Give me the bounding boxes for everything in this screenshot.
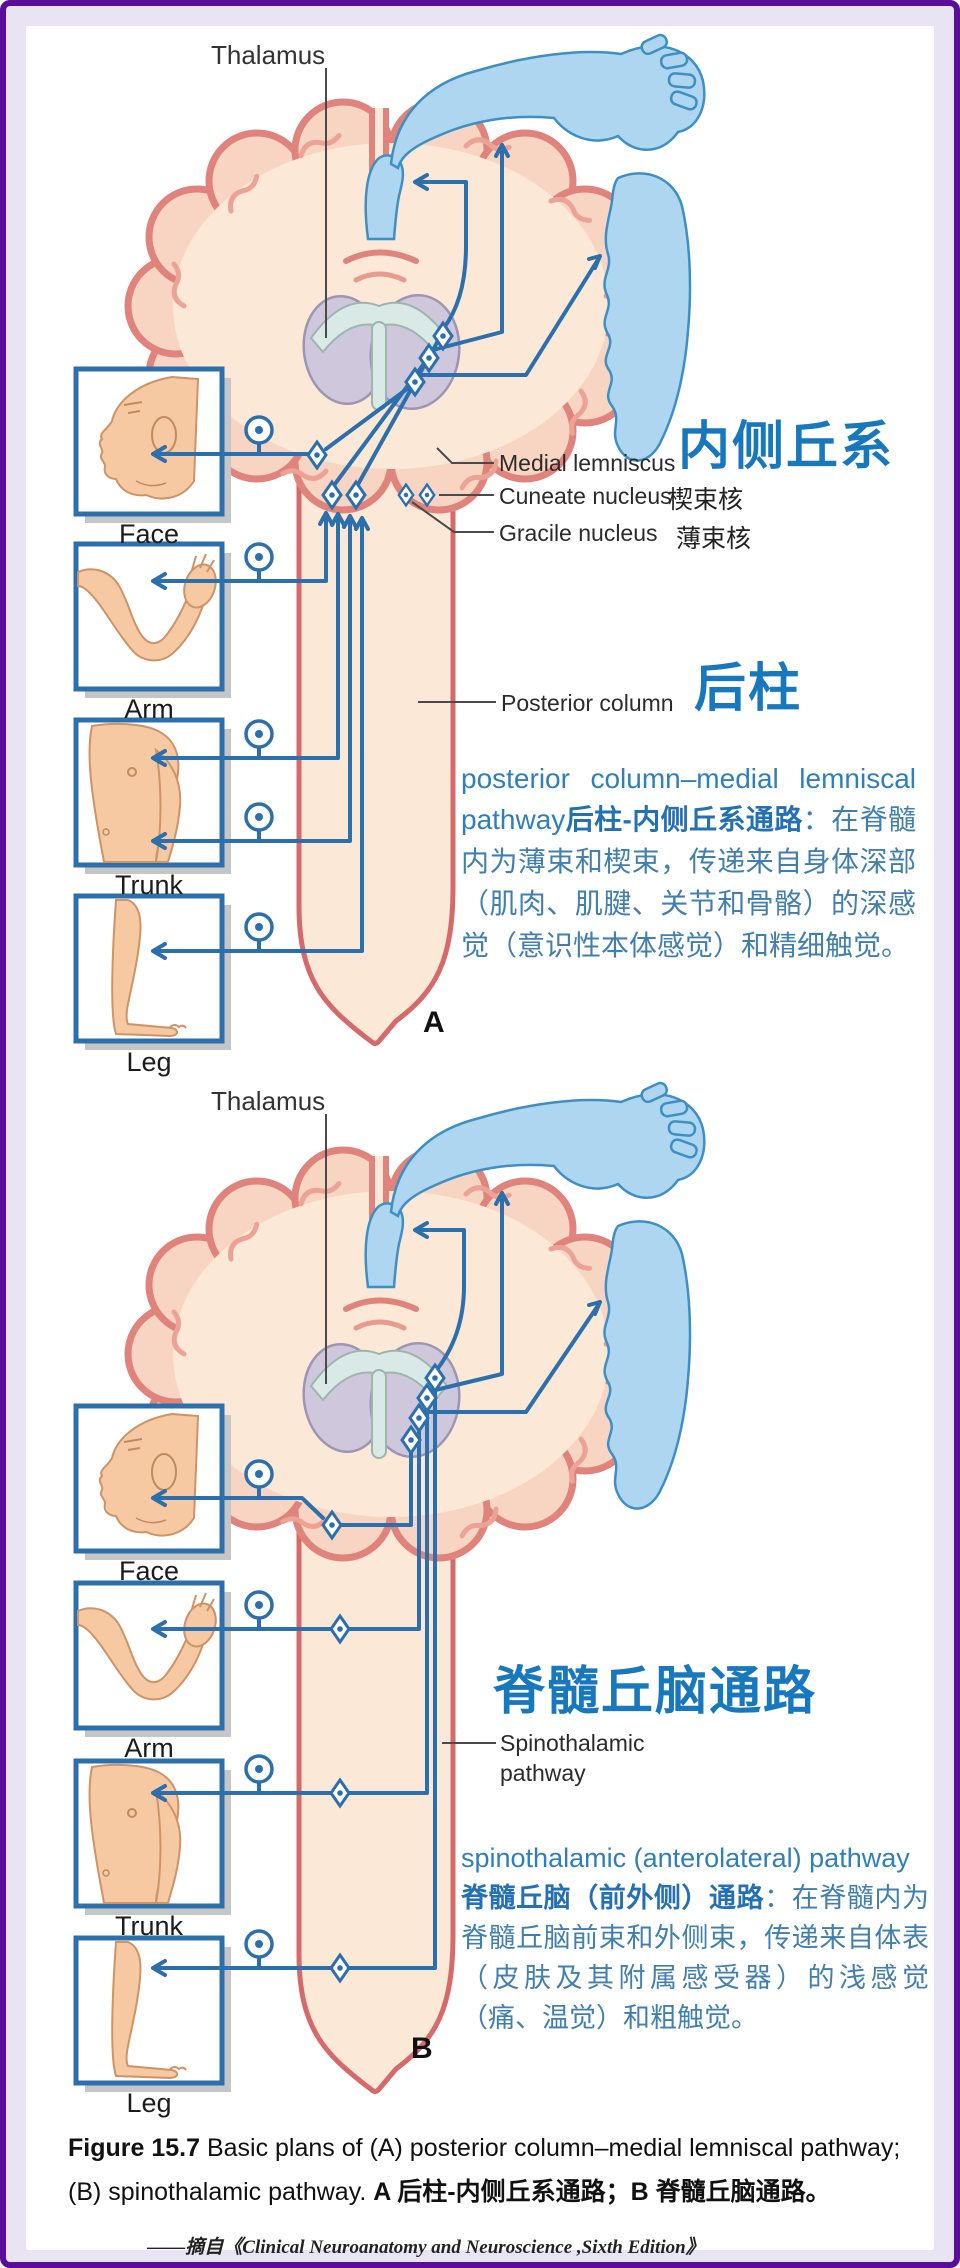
spinothalamic-line2: pathway	[500, 1760, 586, 1786]
panel-a-face-label: Face	[118, 519, 180, 549]
posterior-column-cn-heading: 后柱	[694, 660, 803, 718]
panel-a-description-cn-text: ：在脊髓内为薄束和楔束，传递来自身体深部（肌肉、肌腱、关节和骨骼）的深感觉（意识…	[461, 805, 916, 962]
panel-b-description-cn-text: ：在脊髓内为脊髓丘脑前束和外侧束，传递来自体表（皮肤及其附属感受器）的浅感觉（痛…	[461, 1883, 929, 2033]
panel-b-description-en: spinothalamic (anterolateral) pathway	[461, 1843, 910, 1873]
panel-a-leaders	[325, 68, 496, 703]
gracile-nucleus-label: Gracile nucleus	[499, 520, 658, 546]
trunk-box	[76, 720, 231, 874]
trunk-box	[76, 1761, 231, 1915]
panel-b-fibers	[151, 1191, 602, 1977]
ganglion-symbol	[244, 1459, 274, 1489]
panel-b-leaders	[325, 1114, 496, 1744]
panel-b-description-cn-bold: 脊髓丘脑（前外侧）通路	[461, 1883, 765, 1913]
spinothalamic-line1: Spinothalamic	[500, 1730, 645, 1756]
panel-b-trunk-label: Trunk	[114, 1911, 183, 1941]
panel-b-heading: 脊髓丘脑通路	[493, 1663, 818, 1721]
ganglion-symbol	[244, 1590, 274, 1620]
ganglion-symbol	[244, 802, 274, 832]
ganglion-symbol	[244, 415, 274, 445]
panel-a-description-en: posterior column–medial lemniscal pathwa…	[461, 763, 916, 835]
face-box	[76, 1406, 231, 1560]
ganglion-symbol	[244, 542, 274, 572]
panel-b-face-label: Face	[118, 1556, 180, 1586]
figure-content: Thalamus 内侧丘系 Medial lemniscus Cuneate n…	[26, 26, 934, 2258]
figure-number: Figure 15.7	[68, 2134, 200, 2162]
source-citation: ——摘自《Clinical Neuroanatomy and Neuroscie…	[147, 2237, 705, 2258]
panel-a-description-cn-bold: 后柱-内侧丘系通路	[565, 804, 803, 835]
caption-text-cn: A 后柱-内侧丘系通路；B 脊髓丘脑通路。	[373, 2178, 831, 2206]
medial-lemniscus-label: Medial lemniscus	[499, 450, 676, 476]
panel-b-thalamus-label: Thalamus	[211, 1086, 326, 1116]
arm-box	[76, 544, 231, 698]
panel-b-description: spinothalamic (anterolateral) pathway 脊髓…	[461, 1838, 929, 2038]
ganglion-symbol	[244, 1929, 274, 1959]
anatomy-artwork	[26, 26, 946, 2262]
panel-a-thalamus-label: Thalamus	[211, 40, 326, 70]
panel-b-arm-label: Arm	[124, 1733, 174, 1763]
panel-b-art	[76, 1081, 704, 2092]
ganglion-symbol	[244, 912, 274, 942]
leg-box	[76, 1938, 231, 2092]
panel-a-leg-label: Leg	[126, 1047, 172, 1077]
panel-a-art	[76, 33, 704, 1050]
panel-a-description: posterior column–medial lemniscal pathwa…	[461, 758, 916, 967]
cuneate-nucleus-cn-label: 楔束核	[668, 487, 744, 514]
ganglion-symbol	[244, 719, 274, 749]
caption-text-en: Basic plans of (A) posterior column–medi…	[68, 2134, 901, 2206]
panel-b-leg-label: Leg	[126, 2088, 172, 2118]
panel-a-trunk-label: Trunk	[114, 870, 183, 900]
leg-box	[76, 896, 231, 1050]
ganglion-symbol	[244, 1754, 274, 1784]
panel-a-arm-label: Arm	[124, 694, 174, 724]
face-box	[76, 369, 231, 523]
panel-a-heading: 内侧丘系	[678, 418, 895, 476]
gracile-nucleus-cn-label: 薄束核	[676, 526, 752, 553]
posterior-column-label: Posterior column	[501, 690, 674, 716]
cuneate-nucleus-label: Cuneate nucleus	[499, 483, 672, 509]
panel-a-letter: A	[423, 1006, 445, 1039]
spinothalamic-pathway-label: Spinothalamic pathway	[500, 1728, 644, 1788]
panel-a-fibers	[151, 143, 602, 960]
arm-box	[76, 1583, 231, 1737]
figure-caption: Figure 15.7 Basic plans of (A) posterior…	[68, 2126, 913, 2214]
panel-b-letter: B	[411, 2032, 433, 2065]
